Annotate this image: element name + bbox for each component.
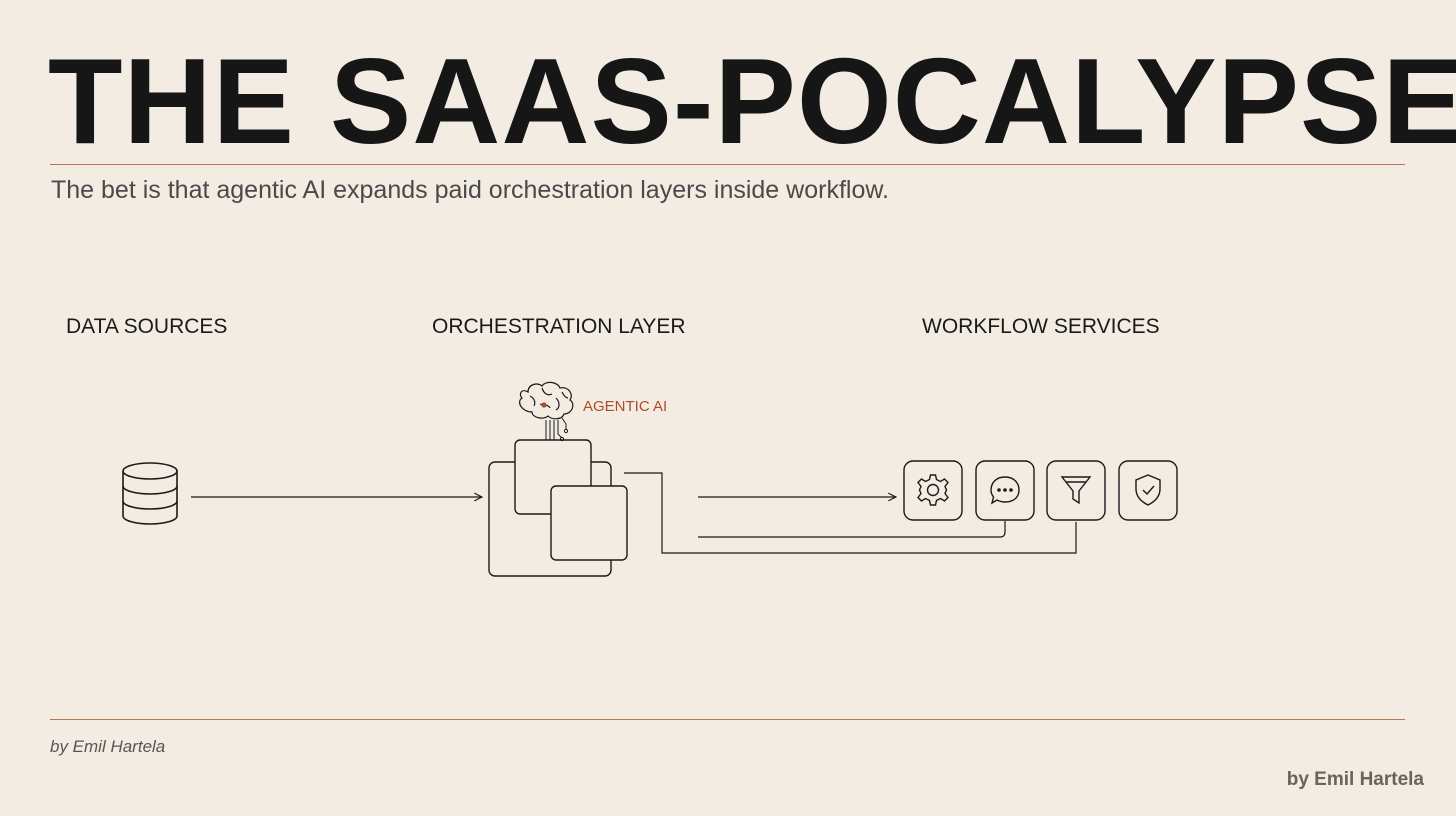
brain-icon (519, 381, 574, 420)
data-sources-label: DATA SOURCES (66, 315, 228, 338)
page-title: THE SAAS-POCALYPSE (48, 33, 1456, 169)
gear-icon (917, 474, 949, 506)
footer-divider (50, 719, 1405, 720)
workflow-services-label: WORKFLOW SERVICES (922, 315, 1160, 338)
orchestration-connector (624, 472, 1077, 554)
orchestration-layer-label: ORCHESTRATION LAYER (432, 315, 686, 338)
chat-connector (698, 521, 1006, 538)
title-divider (50, 164, 1405, 165)
chat-bubble-icon (990, 476, 1020, 505)
database-icon (122, 462, 178, 525)
author-watermark: by Emil Hartela (1286, 769, 1424, 790)
funnel-icon (1060, 476, 1092, 505)
agentic-ai-label: AGENTIC AI (583, 398, 667, 415)
subtitle: The bet is that agentic AI expands paid … (51, 176, 889, 204)
circuit-lines (545, 417, 569, 442)
orchestration-layer-block (488, 439, 628, 577)
author-byline: by Emil Hartela (50, 737, 166, 756)
shield-check-icon (1135, 474, 1161, 506)
